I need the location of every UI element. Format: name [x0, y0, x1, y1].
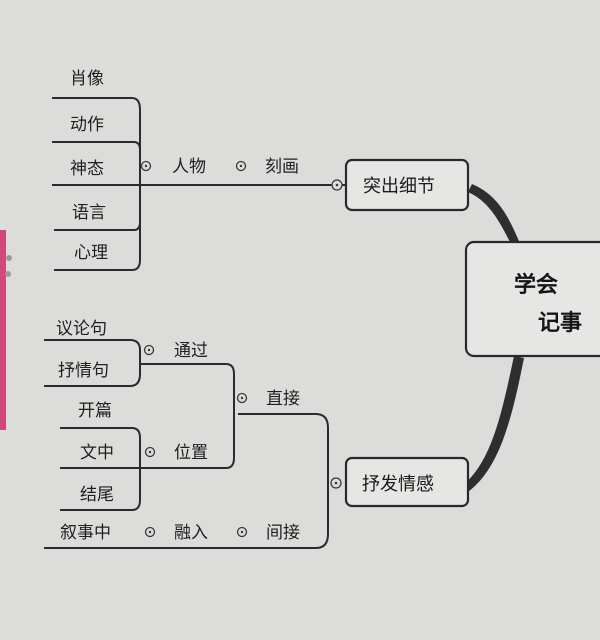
list-item: 文中 — [80, 443, 114, 463]
position-label: 位置 — [174, 443, 208, 463]
branch-label-express: 抒发情感 — [362, 474, 434, 495]
page-edge-strip — [0, 230, 6, 430]
leaf-underline — [54, 221, 141, 231]
list-item: 结尾 — [80, 485, 114, 505]
indirect-label: 间接 — [266, 523, 300, 543]
branch-label-highlight: 突出细节 — [363, 176, 435, 197]
collapse-knob-dot — [147, 348, 151, 352]
list-item: 心理 — [74, 243, 108, 263]
connector-direct-spine — [140, 363, 235, 469]
root-node[interactable]: 学会 记事 — [464, 240, 600, 358]
collapse-knob-dot — [240, 396, 244, 400]
list-item: 神态 — [70, 159, 104, 179]
collapse-knob-dot — [334, 481, 338, 485]
root-title-line1: 学会 — [514, 272, 558, 298]
list-item: 议论句 — [56, 319, 107, 339]
root-connector-bottom — [462, 356, 524, 492]
subject-label: 人物 — [172, 157, 206, 177]
root-connector-top — [468, 184, 522, 250]
binder-ring-icon — [6, 255, 12, 261]
relation-label: 刻画 — [265, 157, 299, 177]
collapse-knob-dot — [240, 530, 244, 534]
leaf-underline — [52, 141, 141, 151]
branch-node-highlight[interactable]: 突出细节 — [344, 158, 470, 212]
connector-express-spine — [44, 413, 329, 549]
direct-label: 直接 — [266, 389, 300, 409]
connector-via-spine — [44, 339, 141, 387]
root-title-line2: 记事 — [538, 310, 582, 336]
collapse-knob-dot — [148, 450, 152, 454]
list-item: 抒情句 — [58, 361, 109, 381]
collapse-knob-dot — [148, 530, 152, 534]
collapse-knob-dot — [335, 183, 339, 187]
detail-items: 肖像 动作 神态 语言 心理 — [52, 69, 141, 271]
list-item: 叙事中 — [60, 523, 111, 543]
list-item: 动作 — [70, 115, 104, 135]
list-item: 语言 — [72, 203, 106, 223]
binder-ring-icon — [5, 271, 11, 277]
method-label: 融入 — [174, 523, 208, 543]
via-label: 通过 — [174, 341, 208, 361]
list-item: 肖像 — [70, 69, 104, 89]
collapse-knob-dot — [239, 164, 243, 168]
branch-node-express[interactable]: 抒发情感 — [344, 456, 470, 508]
collapse-knob-dot — [144, 164, 148, 168]
list-item: 开篇 — [78, 401, 112, 421]
